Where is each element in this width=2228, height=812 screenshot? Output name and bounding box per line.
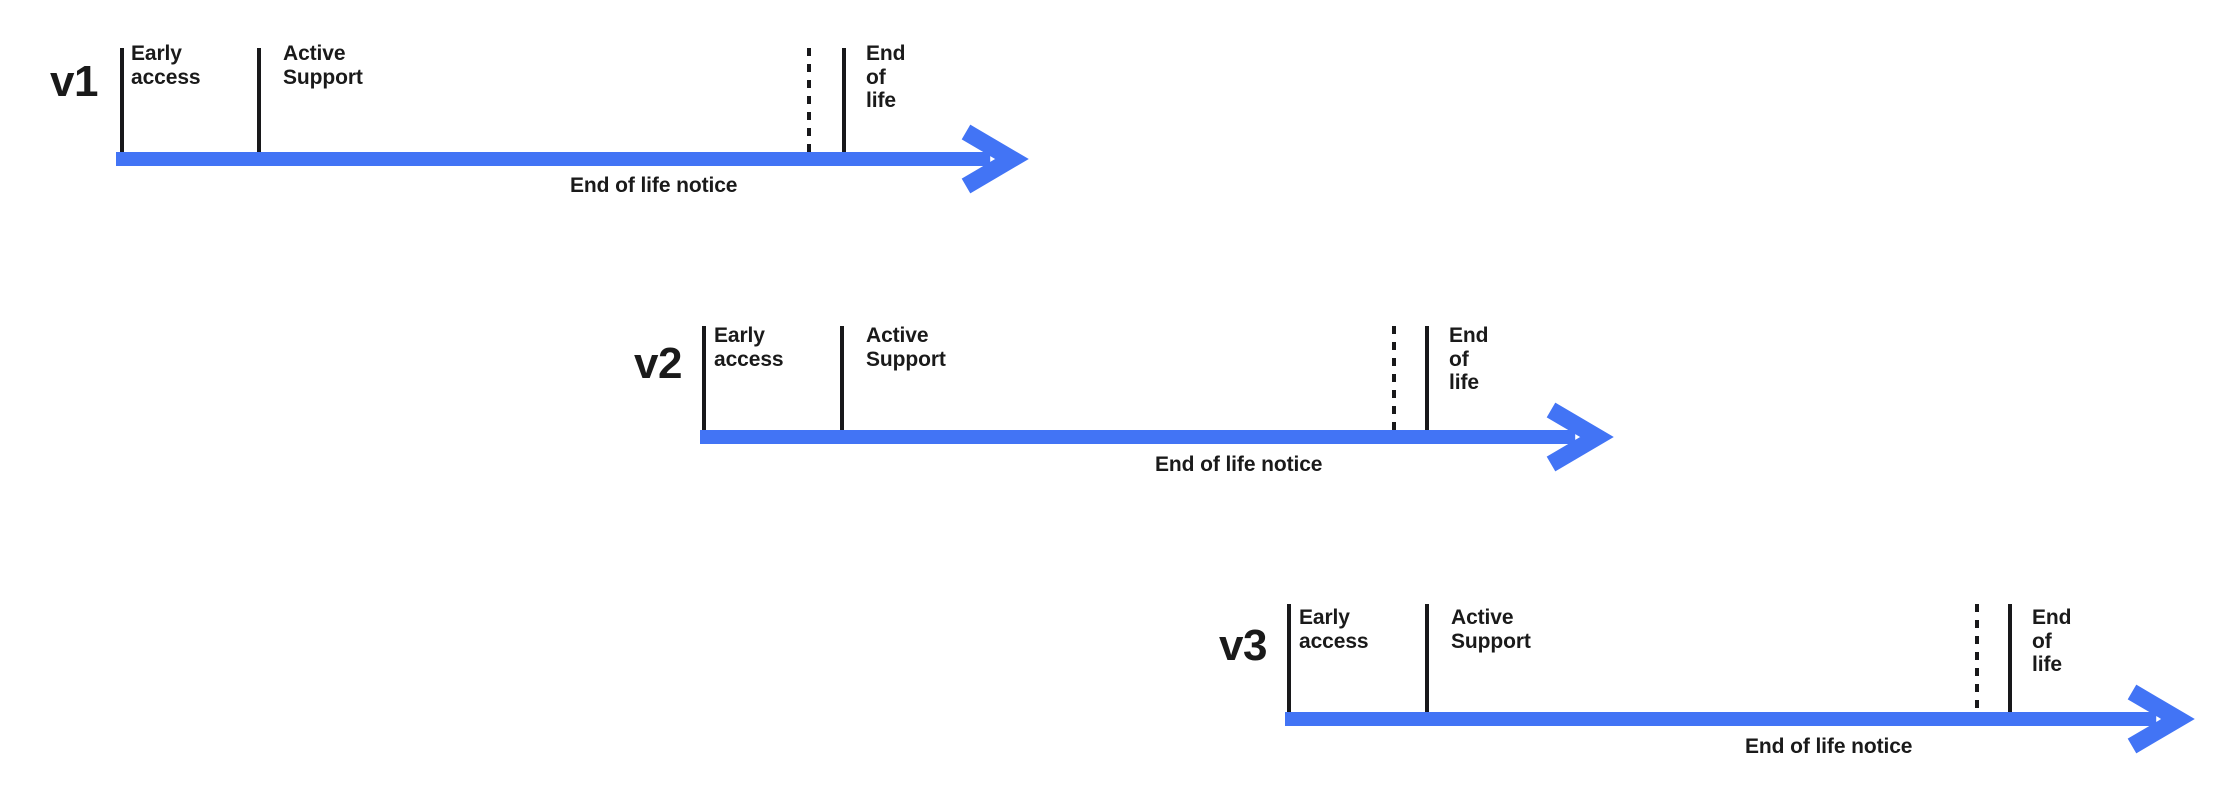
phase-divider — [702, 326, 706, 430]
phase-divider — [842, 48, 846, 152]
phase-divider — [840, 326, 844, 430]
phase-label-end-of-life-notice: End of life notice — [570, 174, 738, 197]
phase-divider — [2008, 604, 2012, 712]
end-of-life-notice-divider — [1392, 326, 1396, 430]
end-of-life-notice-divider — [807, 48, 811, 152]
phase-label-active-support: Active Support — [283, 42, 363, 89]
phase-label-end-of-life-notice: End of life notice — [1745, 735, 1913, 758]
phase-label-early-access: Early access — [131, 42, 201, 89]
timeline-arrowhead-icon — [1546, 402, 1614, 472]
phase-divider — [1287, 604, 1291, 712]
timeline-arrow-v2 — [700, 402, 1614, 472]
timeline-arrow-v3 — [1285, 684, 2195, 754]
timeline-shaft — [116, 152, 991, 166]
timeline-shaft — [700, 430, 1576, 444]
phase-divider — [1425, 326, 1429, 430]
timeline-arrowhead-icon — [961, 124, 1029, 194]
phase-label-early-access: Early access — [1299, 606, 1369, 653]
timeline-arrow-v1 — [116, 124, 1029, 194]
phase-label-end-of-life-notice: End of life notice — [1155, 453, 1323, 476]
phase-divider — [257, 48, 261, 152]
timeline-arrowhead-icon — [2127, 684, 2195, 754]
phase-label-end-of-life: End of life — [1449, 324, 1489, 395]
version-label-v2: v2 — [634, 339, 682, 388]
phase-label-early-access: Early access — [714, 324, 784, 371]
phase-label-active-support: Active Support — [866, 324, 946, 371]
phase-label-active-support: Active Support — [1451, 606, 1531, 653]
end-of-life-notice-divider — [1975, 604, 1979, 712]
phase-label-end-of-life: End of life — [866, 42, 906, 113]
version-label-v1: v1 — [50, 57, 98, 106]
version-label-v3: v3 — [1219, 621, 1267, 670]
phase-divider — [1425, 604, 1429, 712]
phase-divider — [120, 48, 124, 152]
timeline-shaft — [1285, 712, 2157, 726]
phase-label-end-of-life: End of life — [2032, 606, 2072, 677]
